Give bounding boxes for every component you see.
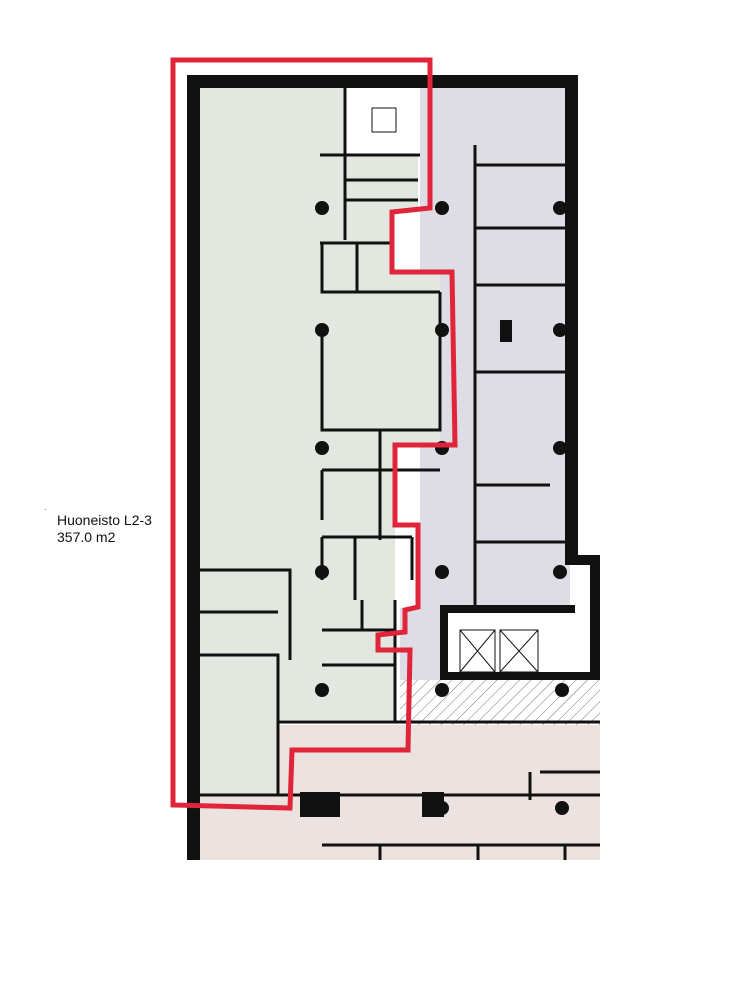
column <box>553 323 567 337</box>
column <box>553 565 567 579</box>
unit-label: Huoneisto L2-3 357.0 m2 <box>57 512 152 546</box>
elevator-shaft <box>455 615 565 675</box>
column <box>435 683 449 697</box>
column <box>555 683 569 697</box>
pillar-block <box>422 792 444 817</box>
column <box>555 801 569 815</box>
column <box>435 565 449 579</box>
neighbor-unit <box>400 88 570 680</box>
column <box>315 683 329 697</box>
columns <box>300 201 569 817</box>
unit-outline[interactable] <box>170 57 458 811</box>
column <box>435 323 449 337</box>
pillar-block <box>500 320 512 342</box>
stair-core <box>345 88 420 155</box>
column <box>553 201 567 215</box>
column <box>435 201 449 215</box>
unit-area: 357.0 m2 <box>57 529 116 545</box>
pillar-block <box>300 792 340 817</box>
column <box>315 441 329 455</box>
interior-walls <box>200 88 600 860</box>
hatched-corridor <box>400 680 600 725</box>
column <box>315 565 329 579</box>
column <box>315 323 329 337</box>
marker-dot: · <box>44 505 47 514</box>
column <box>315 201 329 215</box>
unit-name: Huoneisto L2-3 <box>57 512 152 528</box>
column <box>553 441 567 455</box>
